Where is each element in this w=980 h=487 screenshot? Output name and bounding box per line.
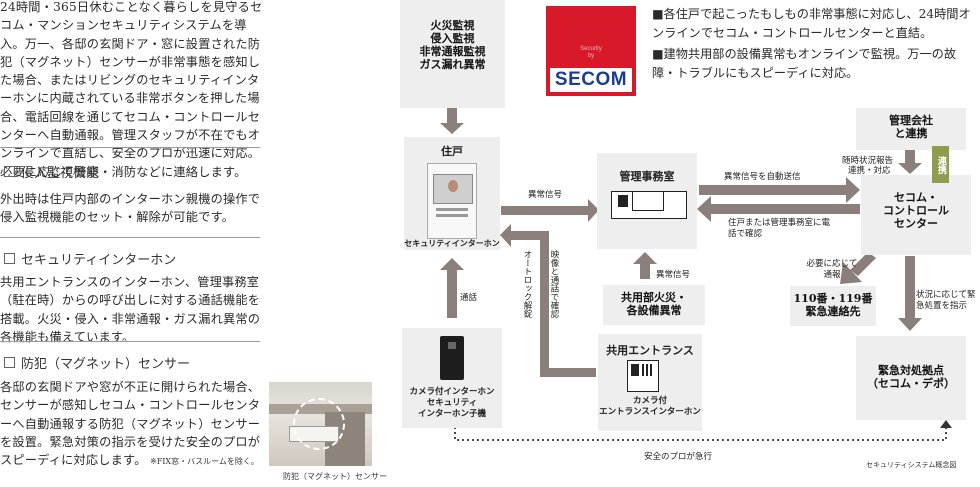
arrow [699, 185, 847, 195]
label-video-call: 映像と通話で確認 [549, 250, 559, 318]
camera-intercom-box: カメラ付インターホン セキュリティ インターホン子機 [402, 328, 502, 428]
emergency-base-box: 緊急対処拠点 （セコム・デポ） [856, 336, 966, 420]
label-safety-pro-rush: 安全のプロが急行 [644, 452, 713, 462]
divider [0, 147, 260, 148]
secom-logo: Security by SECOM [546, 6, 636, 96]
label-abnormal-signal: 異常信号 [528, 190, 563, 200]
arrowhead [840, 262, 862, 284]
section-title: セキュリティインターホン [21, 253, 177, 268]
arrowhead [898, 318, 922, 331]
office-console-icon [611, 191, 687, 219]
section-heading: 侵入監視機能 [4, 162, 99, 181]
alarm-types-box: 火災監視 侵入監視 非常通報監視 ガス漏れ異常 [400, 0, 505, 108]
arrowhead [588, 199, 599, 222]
label-confirm-call: 住戸または管理事務室に電話で確認 [728, 218, 831, 239]
section-text: 外出時は住戸内部のインターホン親機の操作で侵入監視機能のセット・解除が可能です。 [0, 192, 261, 225]
control-center-box: セコム・ コントロール センター [861, 175, 971, 255]
label-dispatch-instruction: 状況に応じて緊急処置を指示 [916, 290, 976, 311]
arrowhead [440, 123, 464, 134]
common-entrance-box: 共用エントランス カメラ付 エントランスインターホン [598, 334, 702, 431]
common-alarm-line1: 共用部火災・ [621, 291, 687, 304]
common-alarm-line2: 各設備異常 [626, 304, 682, 317]
label-status-report: 随時状況報告 [842, 156, 894, 166]
renkei-badge: 連携 [932, 146, 949, 183]
checkbox-icon [4, 166, 15, 177]
residence-box: 住戸 セキュリティインターホン [404, 137, 500, 250]
arrow [640, 263, 650, 279]
section-heading: 防犯（マグネット）センサー [4, 353, 190, 372]
diagram-caption: セキュリティシステム概念図 [866, 461, 957, 469]
emergency-numbers-line1: 110番・119番 [793, 292, 873, 305]
section-text: 各邸の玄関ドアや窓が不正に開けられた場合、センサーが感知しセコム・コントロールセ… [0, 380, 261, 468]
note-common-area: ■建物共用部の設備異常もオンラインで監視。万一の故障・トラブルにもスピーディに対… [652, 47, 957, 80]
arrow [540, 235, 549, 376]
arrow [510, 231, 549, 240]
arrowhead [697, 196, 711, 222]
alarm-emergency: 非常通報監視 [419, 45, 486, 58]
arrow [905, 256, 915, 319]
arrowhead [940, 420, 952, 428]
intro-text: 24時間・365日休むことなく暮らしを見守るセコム・マンションセキュリティシステ… [0, 0, 263, 179]
emergency-base-line1: 緊急対処拠点 [878, 364, 944, 377]
photo-caption: 防犯（マグネット）センサー [283, 472, 387, 481]
alarm-intrusion: 侵入監視 [430, 32, 475, 45]
dashed-path [454, 412, 947, 441]
label-autolock: オートロック解錠 [522, 250, 532, 318]
label-talk: 通話 [460, 293, 478, 303]
residence-device-label: セキュリティインターホン [404, 238, 500, 248]
checkbox-icon [4, 357, 15, 368]
arrow [850, 252, 876, 276]
arrow [447, 268, 457, 318]
management-company-line1: 管理会社 [889, 114, 933, 127]
section-heading: セキュリティインターホン [4, 249, 176, 268]
management-company-box: 管理会社 と連携 [856, 108, 966, 150]
arrowhead [846, 177, 860, 203]
camera-intercom-label: カメラ付インターホン セキュリティ インターホン子機 [409, 387, 495, 419]
magnet-sensor-photo [269, 382, 372, 466]
section-title: 侵入監視機能 [21, 166, 100, 181]
secom-wordmark: SECOM [550, 68, 632, 92]
arrowhead [898, 163, 922, 174]
section-title: 防犯（マグネット）センサー [21, 357, 191, 372]
emergency-base-line2: （セコム・デポ） [867, 377, 955, 390]
emergency-numbers-box: 110番・119番 緊急連絡先 [790, 286, 876, 326]
common-alarm-box: 共用部火災・ 各設備異常 [603, 285, 705, 325]
section-text: 共用エントランスのインターホン、管理事務室（駐在時）からの呼び出しに対する通話機… [0, 275, 261, 344]
label-cooperation: 連携・対応 [848, 166, 891, 176]
control-center-line3: センター [894, 217, 938, 230]
checkbox-icon [4, 253, 15, 264]
label-auto-send: 異常信号を自動送信 [724, 172, 801, 182]
management-company-line2: と連携 [894, 127, 928, 140]
residence-title: 住戸 [441, 145, 463, 158]
control-center-line1: セコム・ [894, 191, 938, 204]
alarm-fire: 火災監視 [430, 19, 475, 32]
emergency-numbers-line2: 緊急連絡先 [805, 305, 861, 318]
intercom-device-icon [427, 163, 477, 239]
footnote: ※FIX窓・バスルームを除く。 [150, 457, 259, 466]
management-office-title: 管理事務室 [619, 170, 675, 183]
arrowhead [440, 258, 464, 270]
label-report-as-needed: 必要に応じて通報 [806, 259, 858, 280]
camera-intercom-icon [440, 336, 464, 380]
entrance-device-label: カメラ付 エントランスインターホン [599, 396, 701, 417]
alarm-gas: ガス漏れ異常 [419, 58, 486, 71]
control-center-line2: コントロール [883, 204, 949, 217]
secom-tagline: Security by [580, 46, 602, 59]
divider [0, 237, 260, 238]
arrow [710, 204, 860, 214]
arrow [447, 108, 457, 124]
arrow [540, 368, 596, 377]
note-online: ■各住戸で起こったもしもの非常事態に対応し、24時間オンラインでセコム・コントロ… [652, 7, 971, 40]
arrowhead [500, 224, 511, 247]
common-entrance-title: 共用エントランス [606, 344, 694, 357]
label-abnormal-signal-common: 異常信号 [656, 270, 691, 280]
arrow [501, 206, 589, 215]
arrowhead [633, 252, 657, 264]
entrance-panel-icon [627, 360, 659, 392]
management-office-box: 管理事務室 [597, 153, 697, 249]
arrow [905, 149, 915, 164]
divider [0, 341, 260, 342]
